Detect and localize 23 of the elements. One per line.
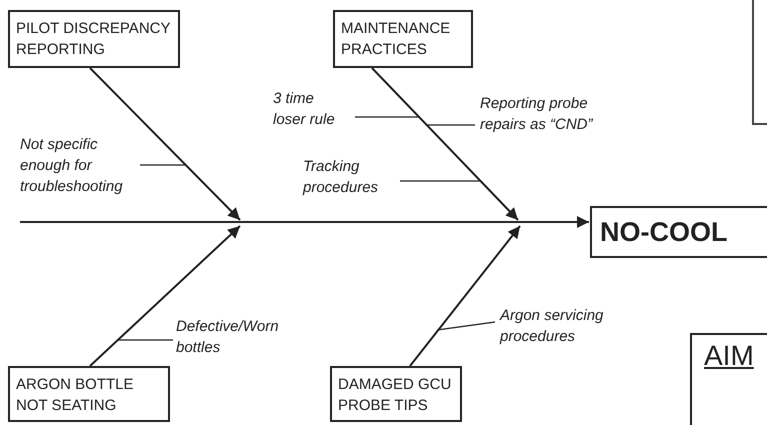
arrow: [89, 225, 241, 367]
leader-line: [400, 180, 480, 182]
category-box: MAINTENANCE PRACTICES: [333, 10, 473, 68]
leader-line: [117, 339, 173, 341]
arrow: [409, 225, 521, 367]
arrow: [20, 216, 589, 228]
category-box: DAMAGED GCU PROBE TIPS: [330, 366, 462, 422]
leader-line: [426, 124, 475, 126]
cause-label: Argon servicing procedures: [500, 305, 630, 347]
cause-label: Defective/Worn bottles: [176, 316, 296, 358]
aim-box: AIM: [690, 333, 767, 425]
leader-line: [140, 164, 186, 166]
arrow: [89, 67, 241, 221]
cause-label: Not specific enough for troubleshooting: [20, 134, 145, 197]
category-box: ARGON BOTTLE NOT SEATING: [8, 366, 170, 422]
leader-line: [436, 321, 496, 331]
arrow: [371, 67, 519, 221]
leader-line: [355, 116, 419, 118]
effect-box: NO-COOL: [590, 206, 767, 258]
cause-label: Tracking procedures: [303, 156, 403, 198]
cause-label: Reporting probe repairs as “CND”: [480, 93, 610, 135]
cause-label: 3 time loser rule: [273, 88, 335, 130]
category-box: PILOT DISCREPANCY REPORTING: [8, 10, 180, 68]
